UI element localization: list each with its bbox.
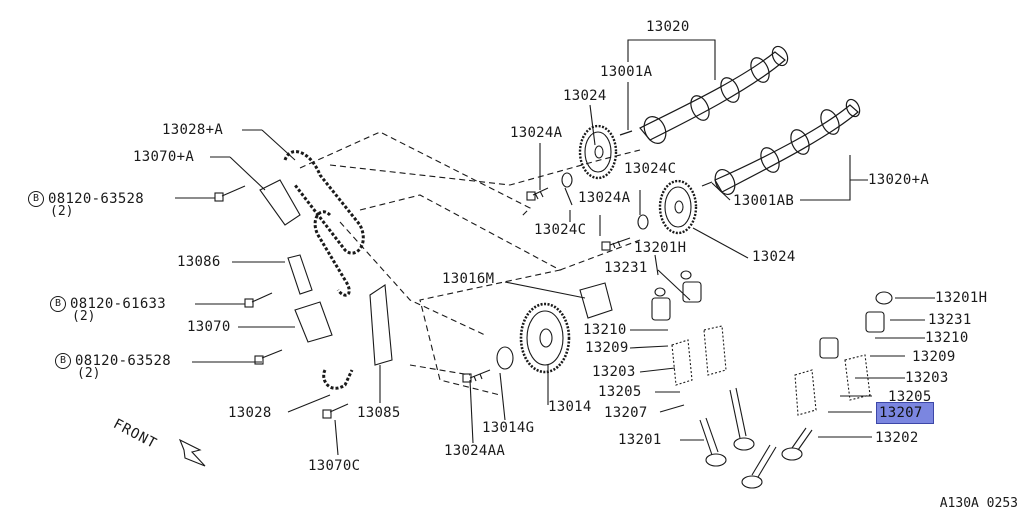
label-13070c[interactable]: 13070C [308,458,361,474]
label-13024a-1[interactable]: 13024A [510,125,563,141]
label-13028a[interactable]: 13028+A [162,122,224,138]
label-13016m[interactable]: 13016M [442,271,495,287]
guide-13016m [579,282,613,319]
label-bolt-08120-61633[interactable]: 08120-61633 [70,296,167,312]
label-13070a[interactable]: 13070+A [133,149,195,165]
cam-sprocket-lower [658,179,698,235]
label-13209-1[interactable]: 13209 [585,340,629,356]
label-13205-2[interactable]: 13205 [888,389,932,405]
bolt-type-b-badge: B [50,296,66,312]
label-13209-2[interactable]: 13209 [912,349,956,365]
label-13024c-2[interactable]: 13024C [534,222,587,238]
label-13024-right[interactable]: 13024 [752,249,796,265]
label-13024aa[interactable]: 13024AA [444,443,506,459]
label-bolt-08120-63528-lower[interactable]: 08120-63528 [75,353,172,369]
label-13231-2[interactable]: 13231 [928,312,972,328]
label-13207-1[interactable]: 13207 [604,405,648,421]
bolt-qty-middle: (2) [72,309,96,324]
washer-13014g [496,346,514,370]
timing-chain-lower [313,210,354,390]
label-13205-1[interactable]: 13205 [598,384,642,400]
label-13014[interactable]: 13014 [548,399,592,415]
diagram-code: A130A 0253 [939,496,1018,511]
label-13201[interactable]: 13201 [618,432,662,448]
bolts [214,185,631,419]
label-13070[interactable]: 13070 [187,319,231,335]
label-13024-top[interactable]: 13024 [563,88,607,104]
label-13085[interactable]: 13085 [357,405,401,421]
label-13210-2[interactable]: 13210 [925,330,969,346]
label-13024a-2[interactable]: 13024A [578,190,631,206]
label-13201h-1[interactable]: 13201H [634,240,687,256]
label-13203-1[interactable]: 13203 [592,364,636,380]
label-13020a[interactable]: 13020+A [868,172,930,188]
bolt-type-b-badge: B [28,191,44,207]
label-13202[interactable]: 13202 [875,430,919,446]
label-13001ab[interactable]: 13001AB [733,193,795,209]
label-13024c-1[interactable]: 13024C [624,161,677,177]
camshaft-13020 [619,45,789,144]
cam-sprocket-upper [578,124,618,180]
bolt-type-b-badge: B [55,353,71,369]
label-13201h-2[interactable]: 13201H [935,290,988,306]
chain-guide-13086 [287,254,313,295]
valve-train-left [651,270,755,467]
washer-13024c-upper [561,172,573,188]
chain-guide-13085 [369,284,393,366]
timing-chain-upper [283,150,365,255]
bolt-qty-upper: (2) [50,204,74,219]
camshaft-13020A [701,98,861,195]
dashed-guide-lines [299,131,641,396]
label-13020[interactable]: 13020 [646,19,690,35]
label-13203-2[interactable]: 13203 [905,370,949,386]
tensioner-13070a [259,179,301,226]
bolt-qty-lower: (2) [77,366,101,381]
tensioner-13070 [294,301,333,343]
valve-train-right [741,291,893,489]
front-arrow [178,438,206,467]
label-bolt-08120-63528-upper[interactable]: 08120-63528 [48,191,145,207]
label-13210-1[interactable]: 13210 [583,322,627,338]
label-13028[interactable]: 13028 [228,405,272,421]
label-13207-2-selected[interactable]: 13207 [876,402,934,424]
label-13231-1[interactable]: 13231 [604,260,648,276]
label-13086[interactable]: 13086 [177,254,221,270]
crank-sprocket [519,302,571,374]
leader-lines [175,39,935,456]
washer-13024c-lower [637,214,649,230]
label-13014g[interactable]: 13014G [482,420,535,436]
label-13001a[interactable]: 13001A [600,64,653,80]
